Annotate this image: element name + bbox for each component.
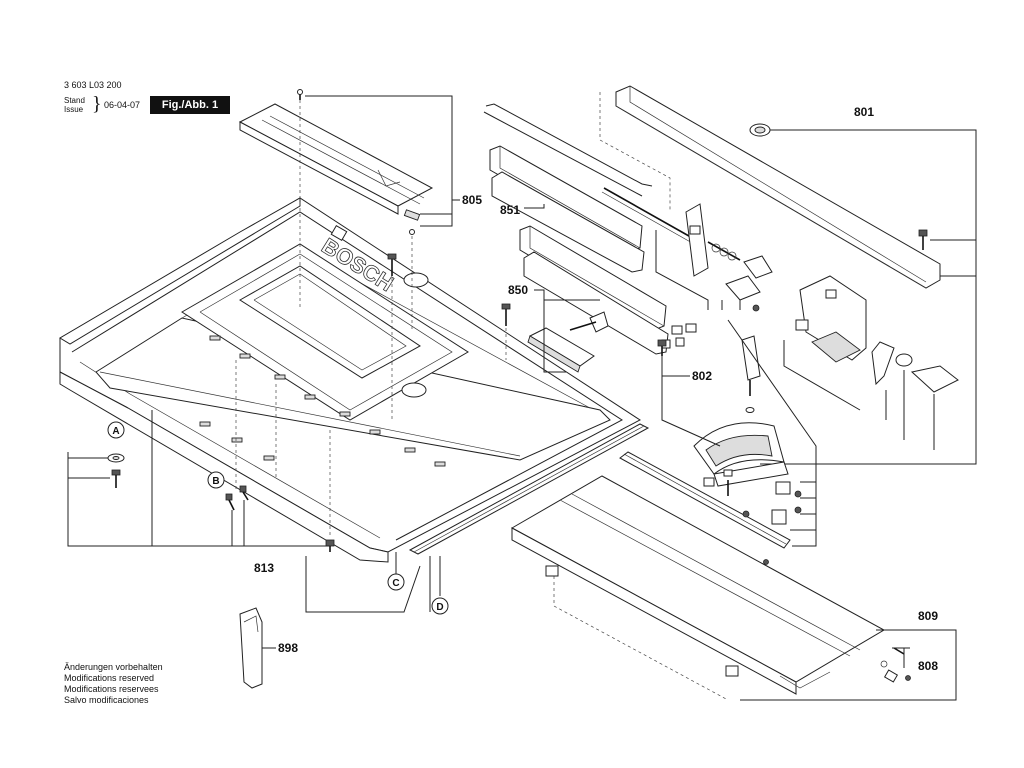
callout-b: B [207, 471, 225, 489]
callout-d: D [431, 597, 449, 615]
note-fr: Modifications reservees [64, 684, 159, 694]
brace-symbol: } [92, 93, 102, 115]
stand-label: Stand [64, 96, 85, 105]
part-809-extension-table [510, 475, 957, 701]
fence-clamp-parts [655, 203, 959, 450]
left-hardware [67, 360, 335, 552]
table-screws [387, 253, 511, 420]
part-label-802: 802 [692, 369, 712, 383]
issue-label: Issue [64, 105, 84, 114]
callout-c-label: C [392, 578, 399, 589]
part-label-898: 898 [278, 641, 298, 655]
part-898-wedge [239, 607, 276, 689]
part-label-809: 809 [918, 609, 938, 623]
callout-a: A [107, 421, 125, 439]
cd-leaders [305, 552, 441, 613]
note-de: Änderungen vorbehalten [64, 662, 163, 672]
callout-b-label: B [212, 476, 219, 487]
front-strip [408, 423, 650, 555]
modification-notes: Änderungen vorbehalten Modifications res… [64, 662, 163, 706]
note-en: Modifications reserved [64, 673, 155, 683]
part-851-profile [483, 103, 697, 273]
part-label-813: 813 [254, 561, 274, 575]
issue-date: 06-04-07 [104, 100, 141, 110]
note-es: Salvo modificaciones [64, 695, 149, 705]
callout-a-label: A [112, 426, 119, 437]
part-label-805: 805 [462, 193, 482, 207]
part-label-808: 808 [918, 659, 938, 673]
part-802-mitre-gauge [619, 319, 817, 565]
figure-label: Fig./Abb. 1 [150, 96, 230, 114]
stand-issue-label: Stand Issue [64, 96, 85, 114]
part-label-850: 850 [508, 283, 528, 297]
document-number: 3 603 L03 200 [64, 80, 122, 90]
part-801-fence [599, 85, 977, 465]
table-top: BOSCH [59, 197, 641, 563]
part-850-profile [519, 225, 697, 373]
part-805-rail [238, 89, 460, 330]
part-label-851: 851 [500, 203, 520, 217]
callout-d-label: D [436, 602, 443, 613]
part-label-801: 801 [854, 105, 874, 119]
callout-c: C [387, 573, 405, 591]
